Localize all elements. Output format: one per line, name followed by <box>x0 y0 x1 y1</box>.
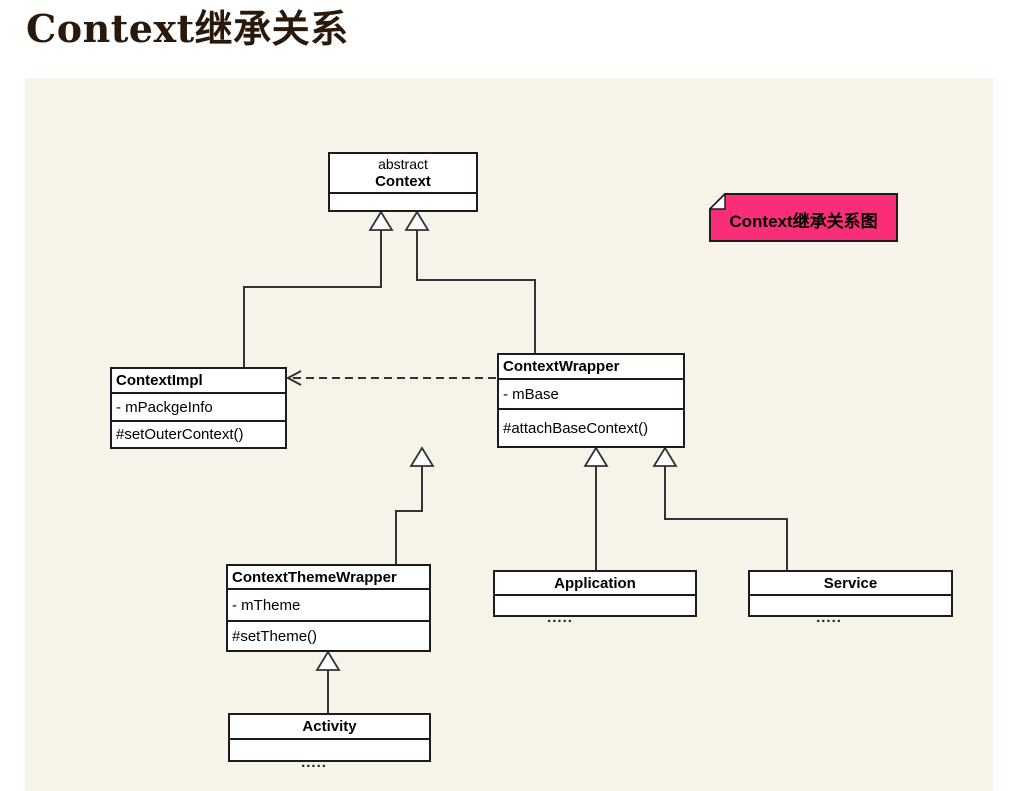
triangle-arrowhead <box>409 446 435 467</box>
dashed-dependency-line <box>285 370 497 386</box>
class-method-compartment: #setOuterContext() <box>112 422 285 447</box>
ellipsis-footer: ..... <box>816 609 842 626</box>
class-method: #attachBaseContext() <box>503 419 649 437</box>
class-field: - mBase <box>503 385 559 403</box>
page-title: Context继承关系 <box>26 6 349 51</box>
class-method: #setOuterContext() <box>116 426 244 443</box>
triangle-arrowhead <box>583 446 609 467</box>
class-title-compartment: abstract Context <box>330 154 476 194</box>
class-method: #setTheme() <box>232 627 318 645</box>
class-name: ContextWrapper <box>503 358 620 375</box>
class-method-compartment: #attachBaseContext() <box>499 410 683 446</box>
class-title-compartment: ContextThemeWrapper <box>228 566 429 590</box>
ellipsis-footer: ..... <box>547 609 573 626</box>
triangle-arrowhead <box>404 210 430 231</box>
triangle-arrowhead <box>652 446 678 467</box>
class-method-compartment: #setTheme() <box>228 622 429 650</box>
edge-contextwrapper-to-context <box>416 230 536 353</box>
class-box-contextwrapper: ContextWrapper - mBase #attachBaseContex… <box>497 353 685 448</box>
ellipsis-footer: ..... <box>301 754 327 771</box>
class-field: - mPackgeInfo <box>116 398 213 416</box>
edge-service-to-contextwrapper <box>664 466 788 570</box>
uml-note: Context继承关系图 <box>709 193 898 242</box>
note-text: Context继承关系图 <box>729 212 878 231</box>
class-stereotype: abstract <box>378 156 428 172</box>
class-title-compartment: Activity <box>230 715 429 740</box>
class-title-compartment: Service <box>750 572 951 596</box>
hollow-triangle-arrowheads <box>315 210 678 671</box>
note-folded-corner <box>709 193 726 210</box>
class-field: - mTheme <box>232 596 301 614</box>
class-box-context: abstract Context <box>328 152 478 212</box>
generalization-lines <box>243 230 788 713</box>
class-box-contextthemewrapper: ContextThemeWrapper - mTheme #setTheme() <box>226 564 431 652</box>
triangle-arrowhead <box>368 210 394 231</box>
class-title-compartment: ContextImpl <box>112 369 285 394</box>
class-box-activity: Activity <box>228 713 431 762</box>
open-arrowhead <box>285 370 302 386</box>
class-field-compartment: - mPackgeInfo <box>112 394 285 422</box>
class-title-compartment: Application <box>495 572 695 596</box>
diagram-canvas: abstract Context ContextImpl - mPackgeIn… <box>25 78 993 791</box>
class-box-contextimpl: ContextImpl - mPackgeInfo #setOuterConte… <box>110 367 287 449</box>
class-field-compartment: - mTheme <box>228 590 429 622</box>
class-box-service: Service <box>748 570 953 617</box>
class-title-compartment: ContextWrapper <box>499 355 683 380</box>
triangle-arrowhead <box>315 650 341 671</box>
class-name: ContextImpl <box>116 372 203 389</box>
class-empty-compartment <box>495 596 695 615</box>
class-name: Application <box>554 574 636 592</box>
class-name: Activity <box>302 718 357 735</box>
class-field-compartment: - mBase <box>499 380 683 410</box>
note-shape <box>709 193 898 242</box>
edge-contextimpl-to-context <box>243 230 382 367</box>
class-name: ContextThemeWrapper <box>232 568 397 586</box>
edge-contextthemewrapper-to-contextwrapper <box>395 466 423 564</box>
uml-connectors <box>243 210 788 713</box>
class-name: Service <box>823 574 878 592</box>
class-empty-compartment <box>330 194 476 210</box>
class-box-application: Application <box>493 570 697 617</box>
class-name: Context <box>375 173 431 190</box>
